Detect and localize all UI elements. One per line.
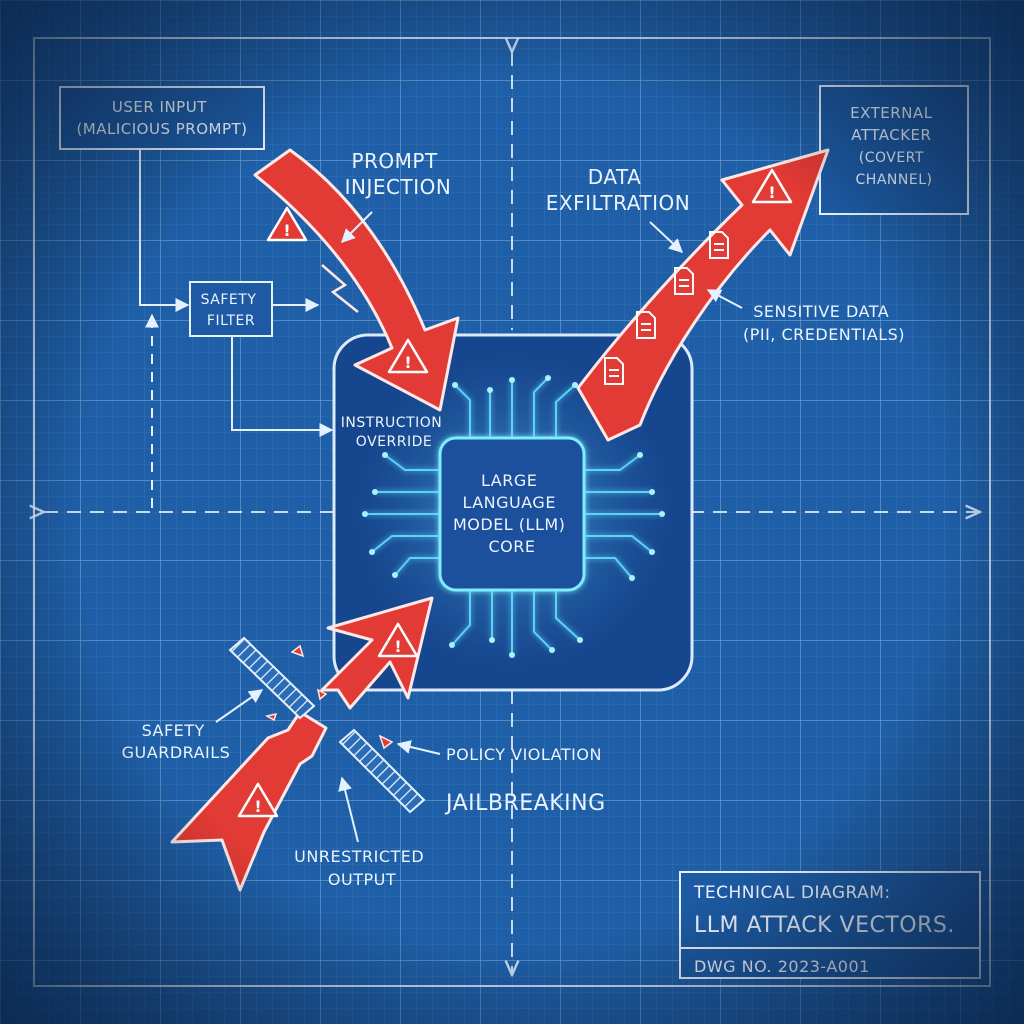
jailbreaking-label: JAILBREAKING xyxy=(444,791,606,816)
svg-text:!: ! xyxy=(254,797,261,816)
title-block-line1: TECHNICAL DIAGRAM: xyxy=(693,883,891,903)
safety-filter-box: SAFETY FILTER xyxy=(189,281,273,337)
svg-text:!: ! xyxy=(283,221,290,240)
svg-text:!: ! xyxy=(404,353,411,372)
llm-chip xyxy=(438,436,586,592)
svg-text:!: ! xyxy=(768,183,775,202)
external-attacker-box: EXTERNAL ATTACKER (COVERT CHANNEL) xyxy=(819,85,969,215)
title-block: TECHNICAL DIAGRAM: LLM ATTACK VECTORS. D… xyxy=(679,871,981,979)
title-block-line2: LLM ATTACK VECTORS. xyxy=(694,913,955,938)
policy-violation-label: POLICY VIOLATION xyxy=(446,745,602,764)
user-input-box: USER INPUT (MALICIOUS PROMPT) xyxy=(59,86,265,150)
svg-text:!: ! xyxy=(394,637,401,656)
drawing-number: DWG NO. 2023-A001 xyxy=(694,957,870,976)
